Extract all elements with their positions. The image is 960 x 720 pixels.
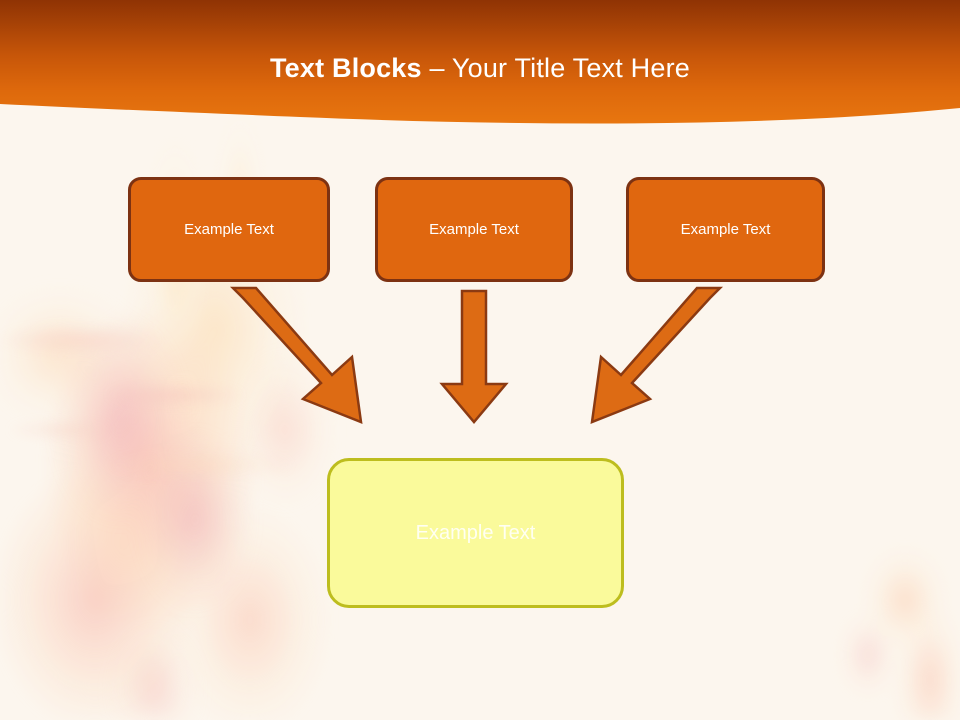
text-block-1[interactable]: Example Text bbox=[128, 177, 330, 282]
page-title-light: – Your Title Text Here bbox=[421, 53, 691, 83]
header-band bbox=[0, 0, 960, 124]
arrow-down-right-icon bbox=[229, 286, 363, 424]
page-title-strong: Text Blocks bbox=[269, 53, 422, 83]
text-block-1-label: Example Text bbox=[184, 221, 274, 238]
header-band-shape bbox=[0, 0, 960, 124]
text-block-3-label: Example Text bbox=[680, 221, 771, 238]
text-block-2[interactable]: Example Text bbox=[375, 177, 573, 282]
arrow-down-icon bbox=[439, 289, 509, 424]
result-text-block[interactable]: Example Text bbox=[327, 458, 624, 608]
text-block-3[interactable]: Example Text bbox=[626, 177, 825, 282]
page-title: Text Blocks – Your Title Text Here bbox=[0, 53, 960, 84]
result-text-block-label: Example Text bbox=[415, 521, 536, 544]
arrow-down-left-icon bbox=[590, 286, 724, 424]
text-block-2-label: Example Text bbox=[429, 221, 519, 238]
